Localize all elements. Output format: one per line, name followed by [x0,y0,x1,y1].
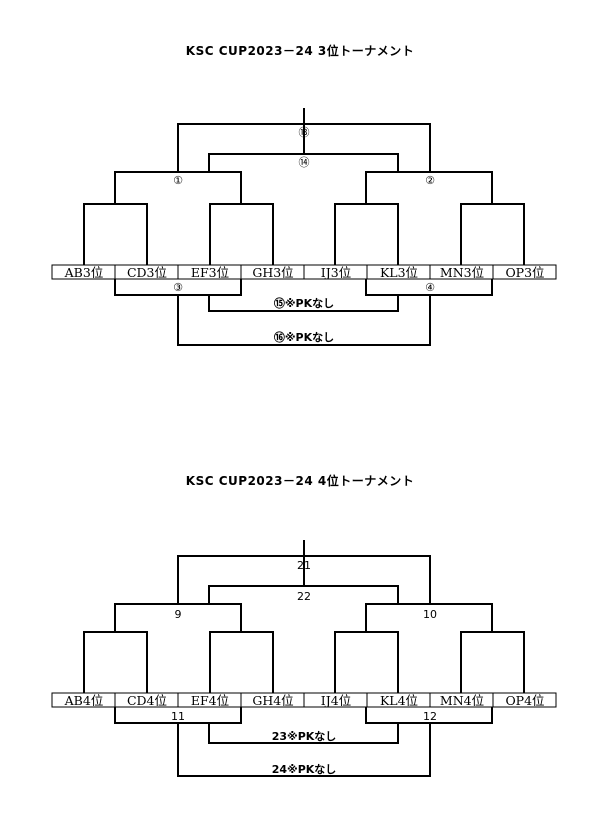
match-label-16: ⑯※PKなし [274,330,334,344]
bracket-4th: AB4位 CD4位 EF4位 GH4位 IJ4位 KL4位 MN4位 OP4位 … [0,528,600,828]
team-name: IJ4位 [321,693,351,708]
pair-ef-gh [209,203,274,265]
team-name: CD4位 [127,693,167,708]
match-label-22: 22 [297,590,311,603]
lower-outer [177,723,431,777]
lower-lines [114,707,493,777]
bracket-title-3rd: KSC CUP2023－24 3位トーナメント [185,44,415,58]
team-name: GH3位 [252,265,293,280]
match-label-1: ① [173,174,183,187]
team-name: OP3位 [505,265,544,280]
team-name: OP4位 [505,693,544,708]
match-label-14: ⑭ [299,156,310,169]
lower-inner [208,295,399,312]
team-name: CD3位 [127,265,167,280]
match-label-12: 12 [423,710,437,723]
match-label-10: 10 [423,608,437,621]
team-name: IJ3位 [321,265,351,280]
pair-ij-kl [334,203,399,265]
pair-mn-op [460,631,525,693]
lower-outer [177,295,431,346]
team-name: MN3位 [440,265,484,280]
team-cell [492,264,557,280]
team-name: AB4位 [64,693,104,708]
lower-lines [114,279,493,346]
pair-ab-cd [83,203,148,265]
match-label-11: 11 [171,710,185,723]
team-name: EF4位 [191,693,229,708]
match-label-15: ⑮※PKなし [274,296,334,310]
bracket-3rd-diagram: AB3位 CD3位 EF3位 GH3位 IJ3位 KL3位 MN3位 OP3位 … [51,108,557,346]
bracket-3rd: AB3位 CD3位 EF3位 GH3位 IJ3位 KL3位 MN3位 OP3位 … [0,100,600,400]
team-name: AB3位 [64,265,104,280]
match-label-3: ③ [173,281,183,294]
team-name: MN4位 [440,693,484,708]
pair-ef-gh [209,631,274,693]
match-label-2: ② [425,174,435,187]
match-label-4: ④ [425,281,435,294]
bracket-title-4th: KSC CUP2023－24 4位トーナメント [185,474,415,488]
team-row: AB4位 CD4位 EF4位 GH4位 IJ4位 KL4位 MN4位 OP4位 [51,692,557,708]
pair-mn-op [460,203,525,265]
match-labels: ⑬ ⑭ ① ② ③ ④ ⑮※PKなし ⑯※PKなし [173,126,435,344]
match-labels: 21 22 9 10 11 12 23※PKなし 24※PKなし [171,559,437,776]
match-label-9: 9 [175,608,182,621]
bracket-4th-diagram: AB4位 CD4位 EF4位 GH4位 IJ4位 KL4位 MN4位 OP4位 … [51,540,557,777]
pair-ij-kl [334,631,399,693]
team-name: KL3位 [380,265,418,280]
match-label-21: 21 [297,559,311,572]
team-name: KL4位 [380,693,418,708]
upper-lines [83,540,525,693]
match-label-23: 23※PKなし [272,730,337,743]
pair-ab-cd [83,631,148,693]
team-name: GH4位 [252,693,293,708]
match-label-13: ⑬ [299,126,310,139]
upper-lines [83,108,525,265]
lower-inner [208,723,399,744]
match-label-24: 24※PKなし [272,763,337,776]
team-cell [492,692,557,708]
team-name: EF3位 [191,265,229,280]
team-row: AB3位 CD3位 EF3位 GH3位 IJ3位 KL3位 MN3位 OP3位 [51,264,557,280]
